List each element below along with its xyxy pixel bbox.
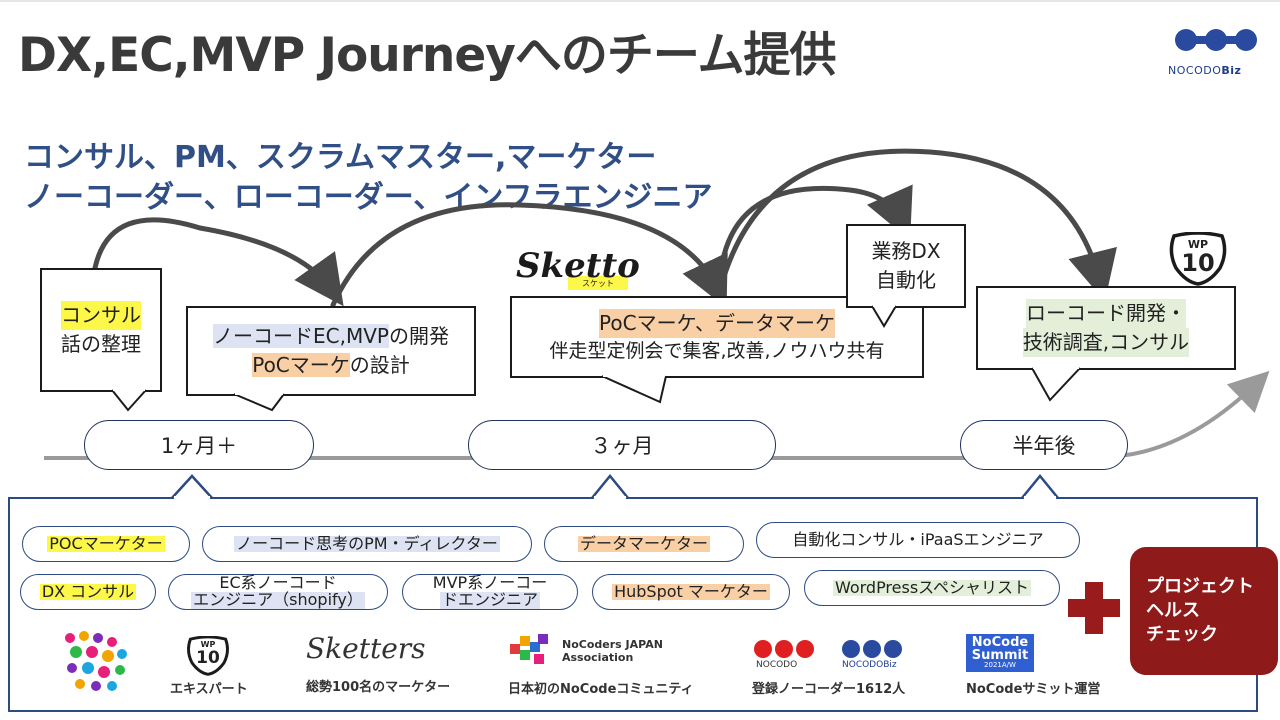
timeline-3-months: ３ヶ月 [468, 420, 776, 470]
nocoders-cube-icon [510, 634, 548, 664]
timeline-1-month: 1ヶ月＋ [84, 420, 314, 470]
summit-line1: NoCode [971, 635, 1029, 650]
tag-mvp-nocode-engineer-line1: MVP系ノーコー [432, 573, 548, 593]
callout-business-dx: 業務DX 自動化 [846, 224, 966, 308]
sketters-caption: 総勢100名のマーケター [306, 680, 451, 695]
tag-ec-nocode-engineer-line2: エンジニア（shopify） [191, 590, 365, 609]
tag-mvp-nocode-engineer-line2: ドエンジニア [439, 590, 540, 609]
wp10-expert-top: WP [200, 640, 216, 649]
callout-poc-marketing-line1: PoCマーケ、データマーケ [599, 308, 835, 338]
wp10-expert-num: 10 [196, 648, 220, 668]
callout-business-dx-line2: 自動化 [876, 268, 936, 292]
roles-line-2: ノーコーダー、ローコーダー、インフラエンジニア [24, 180, 713, 215]
arrow-4 [717, 148, 1117, 302]
panel-notches [171, 474, 1059, 500]
nocode-summit-logo: NoCode Summit 2021A/W [966, 634, 1034, 672]
wp10-small-shield-icon [187, 635, 229, 676]
tag-hubspot-marketer: HubSpot マーケター [592, 574, 790, 610]
callout-lowcode-tail [1031, 366, 1081, 402]
plus-cross-icon [1068, 582, 1120, 634]
tag-data-marketer-text: データマーケター [577, 533, 710, 553]
tag-automation-ipaas-text: 自動化コンサル・iPaaSエンジニア [792, 529, 1044, 549]
tag-poc-marketer: POCマーケター [22, 526, 190, 562]
tag-hubspot-marketer-text: HubSpot マーケター [612, 581, 770, 601]
nocodobiz-small-text: NOCODOBiz [842, 660, 897, 670]
timeline-half-year: 半年後 [960, 420, 1128, 470]
health-line-2: ヘルス [1146, 599, 1200, 621]
callout-business-dx-line1: 業務DX [871, 239, 941, 263]
tag-mvp-nocode-engineer: MVP系ノーコー ドエンジニア [402, 574, 578, 610]
wp10-badge-num: 10 [1181, 249, 1215, 277]
callout-nocode-dev-hl2: PoCマーケ [252, 353, 350, 377]
nocodo-biz-logo: NOCODOBiz [1168, 22, 1264, 78]
tag-nocode-pm-text: ノーコード思考のPM・ディレクター [234, 533, 500, 553]
tag-ec-nocode-engineer: EC系ノーコード エンジニア（shopify） [168, 574, 388, 610]
arrow-2 [330, 202, 728, 309]
callout-lowcode-line2: 技術調査,コンサル [1022, 328, 1190, 357]
tag-poc-marketer-text: POCマーケター [47, 533, 165, 553]
callout-consult-tail [111, 388, 147, 412]
sketto-logo-sub: スケット [582, 279, 614, 288]
nocoders-name-line1: NoCoders JAPAN [562, 638, 663, 651]
top-divider [0, 0, 1280, 2]
callout-nocode-dev-rest2: の設計 [349, 353, 410, 377]
tag-wordpress-specialist: WordPressスペシャリスト [804, 570, 1060, 606]
mosaic-logo-icon [65, 631, 127, 691]
nocoders-japan-name: NoCoders JAPAN Association [562, 638, 663, 664]
callout-poc-marketing-tail [601, 374, 667, 404]
wp10-badge: WP 10 [1168, 231, 1228, 286]
tag-automation-ipaas: 自動化コンサル・iPaaSエンジニア [756, 522, 1080, 558]
logo-dots-icon [1175, 29, 1257, 51]
callout-nocode-dev-rest1: の開発 [388, 324, 449, 348]
health-line-3: チェック [1146, 624, 1218, 646]
wp10-shield-icon [1169, 231, 1227, 286]
tag-dx-consul: DX コンサル [20, 574, 156, 610]
callout-poc-marketing-line2: 伴走型定例会で集客,改善,ノウハウ共有 [549, 339, 885, 362]
callout-consult-line2: 話の整理 [61, 332, 141, 356]
sketto-logo-text: Sketto [516, 246, 640, 286]
callout-nocode-dev: ノーコードEC,MVPの開発 PoCマーケの設計 [186, 306, 476, 396]
nocodo-caption: 登録ノーコーダー1612人 [752, 682, 906, 697]
summit-line3: 2021A/W [984, 661, 1016, 669]
callout-lowcode-line1: ローコード開発・ [1026, 299, 1186, 328]
sketto-logo: Sketto スケット [516, 246, 640, 294]
roles-line-1: コンサル、PM、スクラムマスター,マーケター [24, 140, 657, 175]
tag-data-marketer: データマーケター [544, 526, 744, 562]
callout-nocode-dev-hl1: ノーコードEC,MVP [213, 324, 389, 348]
tag-nocode-pm: ノーコード思考のPM・ディレクター [202, 526, 532, 562]
sketto-logo-mark [568, 276, 628, 290]
callout-lowcode: ローコード開発・ 技術調査,コンサル [976, 286, 1236, 370]
nocodobiz-blue-dots-icon [842, 640, 902, 658]
nocodo-small-text: NOCODO [756, 660, 798, 670]
sketters-logo-text: Sketters [306, 632, 426, 665]
wp10-expert-logo: WP 10 [186, 635, 230, 676]
nocoders-name-line2: Association [562, 651, 634, 665]
callout-consult-line1: コンサル [61, 301, 141, 330]
nocodo-red-dots-icon [754, 640, 814, 658]
summit-caption: NoCodeサミット運営 [966, 682, 1101, 697]
arrow-3 [716, 184, 913, 299]
tag-dx-consul-text: DX コンサル [39, 581, 137, 601]
callout-poc-marketing: PoCマーケ、データマーケ 伴走型定例会で集客,改善,ノウハウ共有 [510, 296, 924, 378]
expert-caption: エキスパート [170, 682, 248, 697]
timeline-arrow [1119, 370, 1270, 458]
nocoders-caption: 日本初のNoCodeコミュニティ [508, 682, 694, 697]
tag-ec-nocode-engineer-line1: EC系ノーコード [219, 573, 337, 593]
tag-wordpress-specialist-text: WordPressスペシャリスト [832, 577, 1032, 597]
page-title: DX,EC,MVP Journeyへのチーム提供 [18, 28, 836, 83]
health-line-1: プロジェクト [1146, 575, 1254, 597]
callout-nocode-dev-tail [233, 392, 285, 412]
callout-consult: コンサル 話の整理 [40, 268, 162, 392]
summit-line2: Summit [971, 648, 1029, 663]
logo-text-bold: Biz [1221, 64, 1242, 77]
project-health-check: プロジェクト ヘルス チェック [1130, 547, 1278, 675]
logo-text: NOCODO [1168, 64, 1222, 77]
wp10-badge-top: WP [1187, 238, 1209, 251]
arrow-1 [92, 217, 344, 307]
callout-business-dx-tail [871, 304, 897, 328]
